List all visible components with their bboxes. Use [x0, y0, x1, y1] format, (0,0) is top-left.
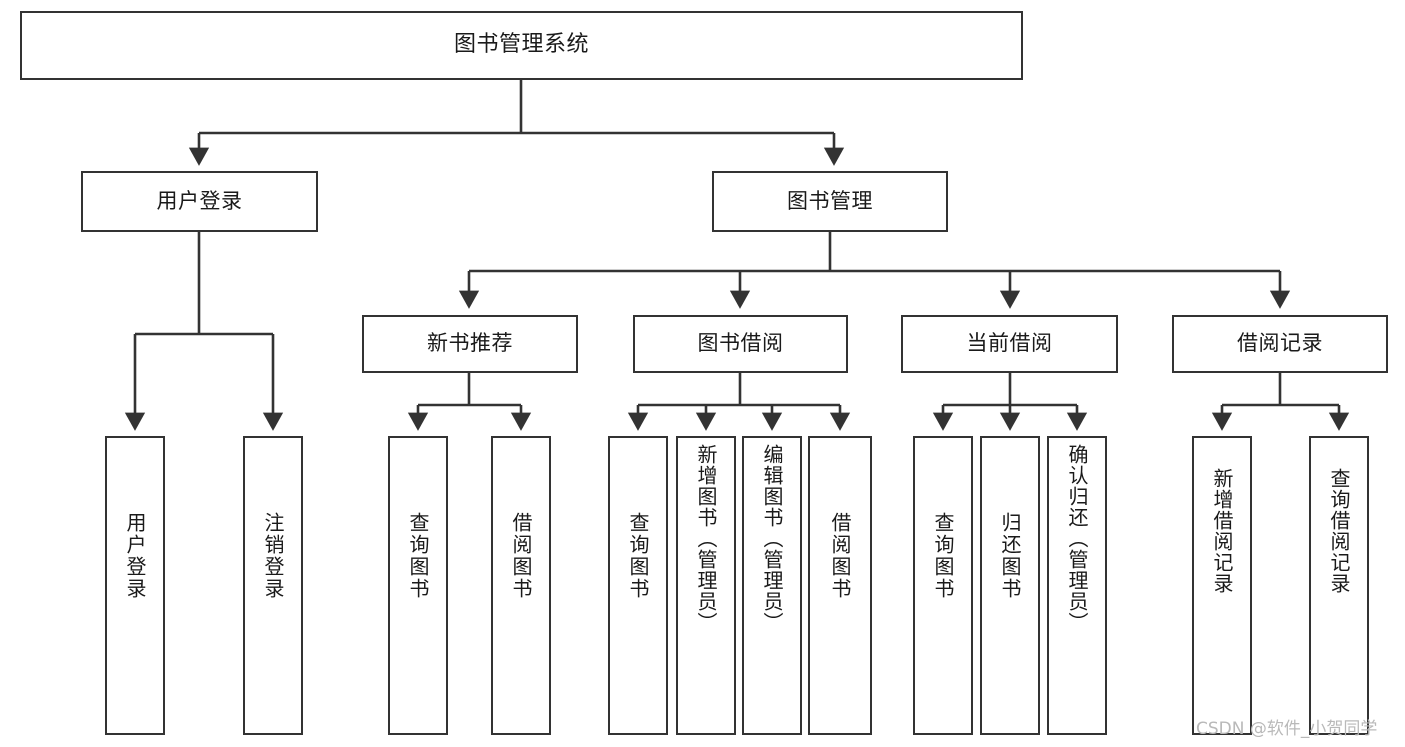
node-label: 查询图书: [406, 512, 430, 600]
node-label: 新增借阅记录: [1210, 468, 1234, 594]
watermark-csdn: CSDN @软件_小贺同学: [1196, 719, 1378, 739]
node-leaf-user-login-signout[interactable]: 注销登录: [243, 436, 303, 735]
node-label: 查询图书: [626, 512, 650, 600]
node-label: 借阅图书: [828, 512, 852, 600]
node-leaf-recommend-borrow-book[interactable]: 借阅图书: [491, 436, 551, 735]
node-label: 查询图书: [931, 512, 955, 600]
node-label: 用户登录: [123, 512, 147, 600]
node-leaf-borrow-add-book-admin[interactable]: 新增图书（管理员）: [676, 436, 736, 735]
node-label: 当前借阅: [966, 331, 1053, 356]
node-label: 借阅记录: [1237, 331, 1323, 356]
node-leaf-record-query-record[interactable]: 查询借阅记录: [1309, 436, 1369, 735]
node-leaf-recommend-query-book[interactable]: 查询图书: [388, 436, 448, 735]
node-leaf-current-query-book[interactable]: 查询图书: [913, 436, 973, 735]
node-leaf-current-confirm-return-admin[interactable]: 确认归还（管理员）: [1047, 436, 1107, 735]
node-label: 图书借阅: [697, 331, 784, 356]
node-label: 用户登录: [156, 188, 243, 213]
node-leaf-borrow-borrow-book[interactable]: 借阅图书: [808, 436, 872, 735]
node-leaf-borrow-query-book[interactable]: 查询图书: [608, 436, 668, 735]
node-leaf-user-login-signin[interactable]: 用户登录: [105, 436, 165, 735]
node-label: 确认归还（管理员）: [1065, 444, 1089, 633]
node-current-borrow[interactable]: 当前借阅: [901, 315, 1118, 373]
node-label: 注销登录: [261, 512, 285, 600]
node-user-login[interactable]: 用户登录: [81, 171, 318, 232]
node-label: 新增图书（管理员）: [694, 444, 718, 633]
node-leaf-record-add-record[interactable]: 新增借阅记录: [1192, 436, 1252, 735]
node-borrow-record[interactable]: 借阅记录: [1172, 315, 1388, 373]
node-root-system[interactable]: 图书管理系统: [20, 11, 1023, 80]
node-new-book-recommend[interactable]: 新书推荐: [362, 315, 578, 373]
node-leaf-current-return-book[interactable]: 归还图书: [980, 436, 1040, 735]
node-label: 查询借阅记录: [1327, 468, 1351, 594]
node-label: 新书推荐: [427, 331, 513, 356]
node-book-management[interactable]: 图书管理: [712, 171, 948, 232]
node-label: 图书管理系统: [453, 32, 589, 58]
node-label: 编辑图书（管理员）: [760, 444, 784, 633]
node-label: 图书管理: [787, 188, 873, 213]
node-label: 归还图书: [998, 512, 1022, 600]
node-book-borrow[interactable]: 图书借阅: [633, 315, 848, 373]
node-leaf-borrow-edit-book-admin[interactable]: 编辑图书（管理员）: [742, 436, 802, 735]
node-label: 借阅图书: [509, 512, 533, 600]
